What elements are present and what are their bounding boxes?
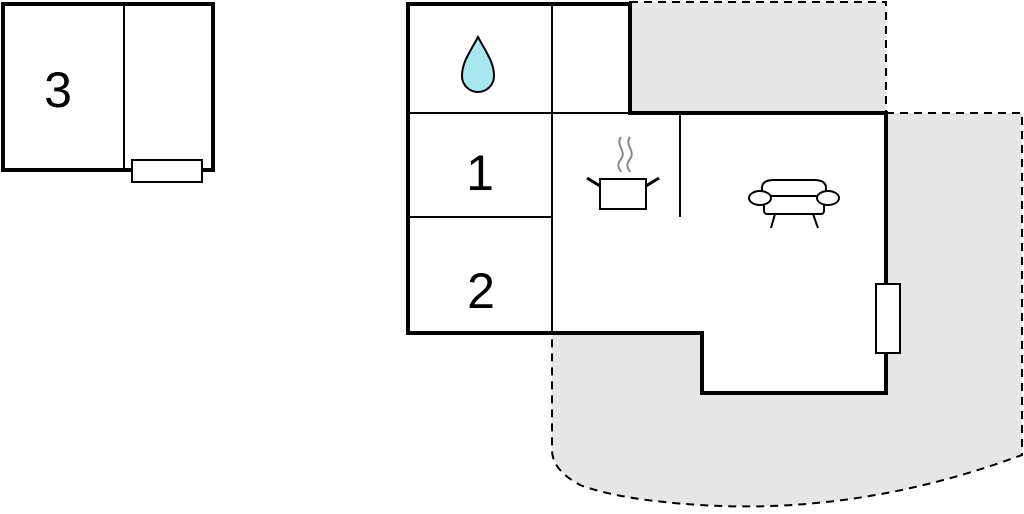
terrace-upper xyxy=(629,1,887,114)
room-label-1: 1 xyxy=(466,145,494,201)
sofa-icon xyxy=(748,179,840,229)
steam-line xyxy=(617,136,624,173)
water-drop-icon xyxy=(460,34,496,93)
sofa-arm-right xyxy=(816,190,840,206)
steam-line xyxy=(626,136,633,173)
main-house: 1 2 xyxy=(406,2,901,395)
sofa-arm-left xyxy=(748,190,772,206)
window-icon xyxy=(875,283,901,354)
room-label-2: 2 xyxy=(467,263,495,319)
sofa-leg xyxy=(770,213,776,229)
pot-handle-left xyxy=(586,176,601,188)
room-label-3: 3 xyxy=(44,62,72,118)
sofa-seat xyxy=(763,195,825,215)
cooking-pot-icon xyxy=(586,136,660,210)
sofa-leg xyxy=(812,213,819,229)
window-icon xyxy=(131,159,203,183)
sofa-back xyxy=(761,179,827,193)
pot-handle-right xyxy=(645,176,660,188)
outbuilding-outline xyxy=(1,2,215,172)
house-outline xyxy=(406,2,888,395)
terraces xyxy=(551,1,1023,508)
pot-body xyxy=(599,178,647,210)
outbuilding: 3 xyxy=(1,2,215,183)
terrace-lower xyxy=(551,112,1023,508)
